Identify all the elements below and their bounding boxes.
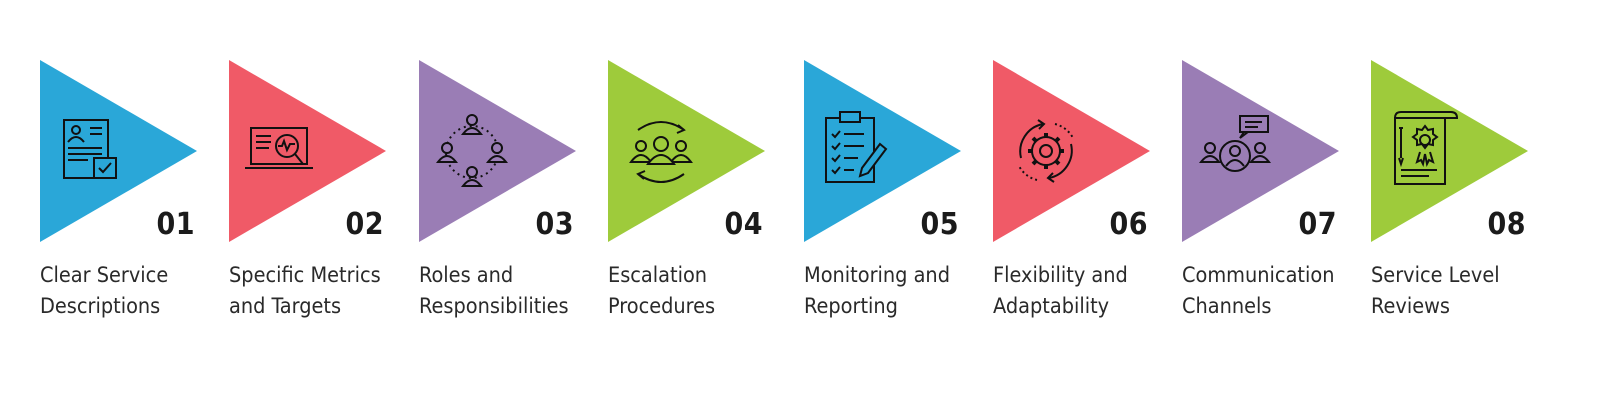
clipboard-checklist-icon bbox=[825, 111, 888, 183]
step-06: 06 Flexibility and Adaptability bbox=[993, 60, 1178, 360]
step-number: 05 bbox=[920, 207, 959, 242]
triangle-marker bbox=[608, 60, 765, 242]
step-number: 01 bbox=[156, 207, 195, 242]
step-08: 08 Service Level Reviews bbox=[1371, 60, 1556, 360]
step-label: Flexibility and Adaptability bbox=[993, 263, 1128, 319]
step-number: 06 bbox=[1109, 207, 1148, 242]
step-03: 03 Roles and Responsibilities bbox=[419, 60, 604, 360]
people-chat-icon bbox=[1198, 115, 1272, 172]
laptop-analytics-icon bbox=[245, 127, 313, 169]
step-label: Clear Service Descriptions bbox=[40, 263, 169, 319]
step-label: Roles and Responsibilities bbox=[419, 263, 569, 319]
step-number: 08 bbox=[1487, 207, 1526, 242]
step-label: Escalation Procedures bbox=[608, 263, 716, 319]
certificate-icon bbox=[1394, 111, 1459, 185]
step-07: 07 Communication Channels bbox=[1182, 60, 1367, 360]
step-02: 02 Specific Metrics and Targets bbox=[229, 60, 414, 360]
step-label: Communication Channels bbox=[1182, 263, 1335, 319]
step-05: 05 Monitoring and Reporting bbox=[804, 60, 989, 360]
step-01: 01 Clear Service Descriptions bbox=[40, 60, 225, 360]
step-04: 04 Escalation Procedures bbox=[608, 60, 793, 360]
group-cycle-icon bbox=[629, 121, 693, 183]
team-cycle-icon bbox=[435, 114, 509, 187]
step-number: 04 bbox=[724, 207, 763, 242]
triangle-marker bbox=[1371, 60, 1528, 242]
step-label: Service Level Reviews bbox=[1371, 263, 1500, 319]
triangle-marker bbox=[1182, 60, 1339, 242]
triangle-marker bbox=[40, 60, 197, 242]
step-label: Specific Metrics and Targets bbox=[229, 263, 381, 319]
step-number: 03 bbox=[535, 207, 574, 242]
document-check-icon bbox=[63, 119, 117, 179]
step-number: 02 bbox=[345, 207, 384, 242]
gear-cycle-icon bbox=[1018, 119, 1074, 183]
step-label: Monitoring and Reporting bbox=[804, 263, 950, 319]
step-number: 07 bbox=[1298, 207, 1337, 242]
